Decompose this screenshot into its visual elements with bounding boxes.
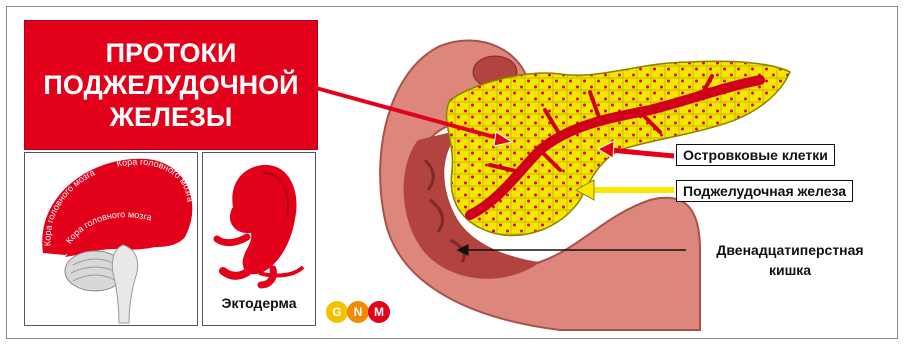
- title-line-2: ПОДЖЕЛУДОЧНОЙ: [25, 69, 317, 101]
- logo-m: M: [368, 301, 390, 323]
- pancreas-label: Поджелудочная железа: [676, 180, 853, 202]
- duodenum-label-line-2: кишка: [690, 260, 890, 280]
- ectoderm-label: Эктодерма: [203, 295, 315, 311]
- title-line-1: ПРОТОКИ: [25, 37, 317, 69]
- logo-g: G: [326, 301, 348, 323]
- islet-cells-label: Островковые клетки: [676, 144, 835, 166]
- duodenum-label-line-1: Двенадцатиперстная: [690, 240, 890, 260]
- embryo-panel: Эктодерма: [202, 152, 316, 326]
- title-line-3: ЖЕЛЕЗЫ: [25, 101, 317, 133]
- brain-panel: Кора головного мозга Кора головного мозг…: [24, 152, 198, 326]
- title-box: ПРОТОКИ ПОДЖЕЛУДОЧНОЙ ЖЕЛЕЗЫ: [24, 20, 318, 150]
- brain-illustration: Кора головного мозга Кора головного мозг…: [25, 153, 197, 325]
- duodenum-label: Двенадцатиперстная кишка: [690, 240, 890, 280]
- logo-n: N: [347, 301, 369, 323]
